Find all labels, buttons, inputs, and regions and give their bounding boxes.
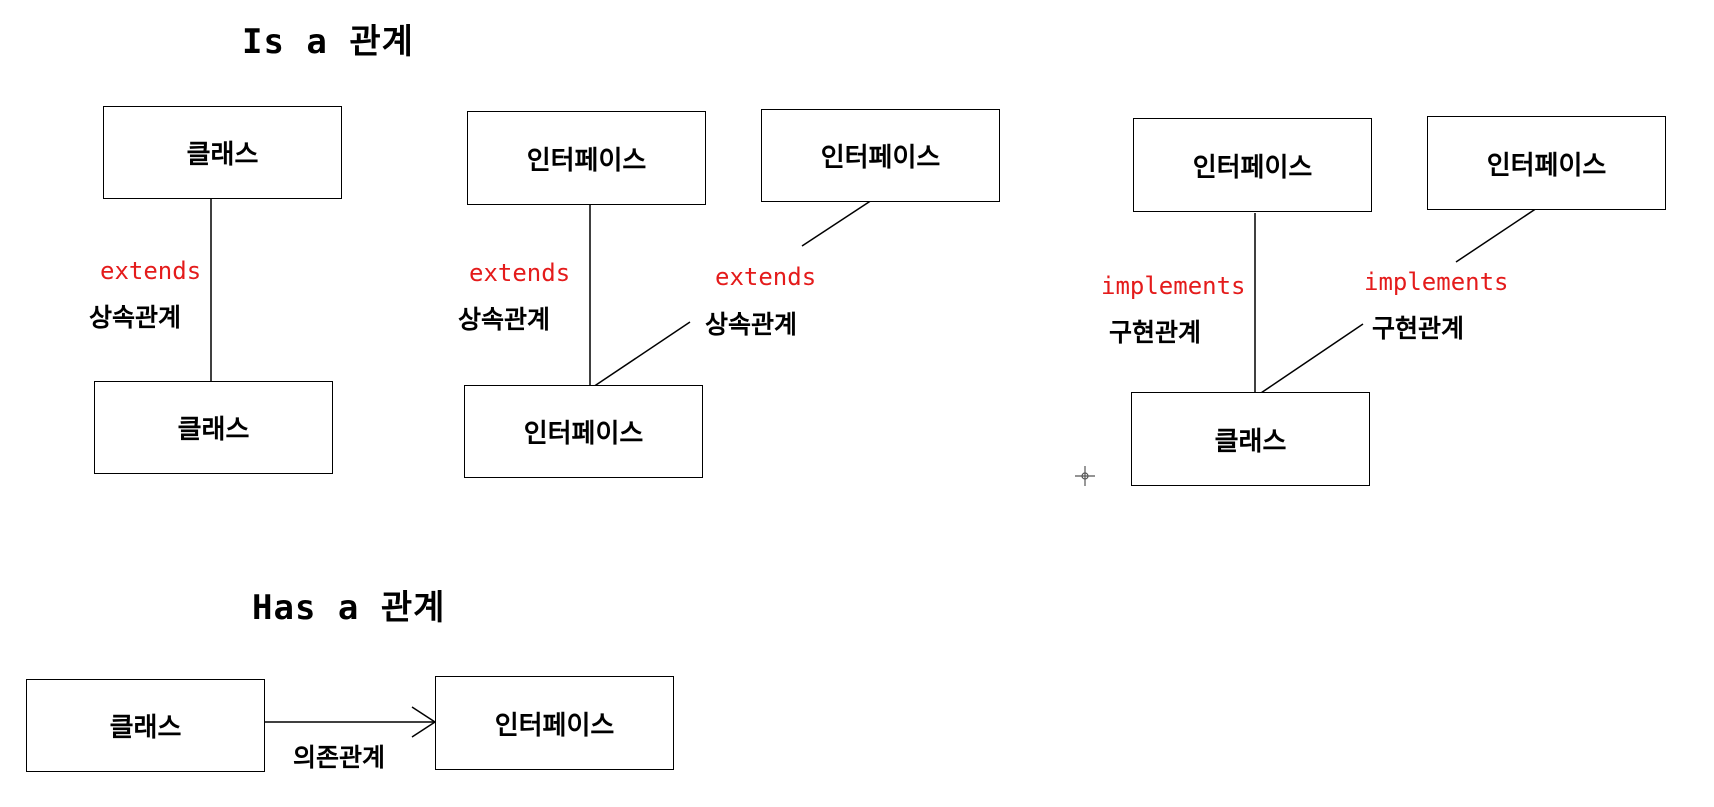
inheritance-label: 상속관계	[458, 305, 551, 334]
class-box-label: 클래스	[1214, 426, 1287, 457]
class-box-parent: 클래스	[103, 106, 342, 199]
class-box-dependent: 클래스	[26, 679, 265, 772]
interface-box-child: 인터페이스	[464, 385, 703, 478]
interface-box-parent-2: 인터페이스	[761, 109, 1000, 202]
implements-keyword: implements	[1101, 272, 1246, 300]
extends-line-3-lower	[589, 321, 691, 390]
interface-box-label: 인터페이스	[1192, 152, 1313, 183]
interface-box-label: 인터페이스	[526, 145, 647, 176]
interface-box-label: 인터페이스	[1486, 150, 1607, 181]
dependency-label: 의존관계	[293, 743, 386, 772]
extends-keyword: extends	[715, 263, 817, 291]
has-a-title: Has a 관계	[252, 588, 446, 628]
interface-box-label: 인터페이스	[523, 419, 644, 449]
interface-box-label: 인터페이스	[820, 143, 941, 173]
implements-line-2-lower	[1254, 323, 1364, 398]
extends-keyword: extends	[469, 259, 571, 287]
interface-box-impl-1: 인터페이스	[1133, 118, 1372, 212]
class-box-label: 클래스	[177, 415, 250, 445]
extends-line-3-upper	[801, 199, 873, 247]
implements-keyword: implements	[1364, 268, 1509, 296]
class-box-label: 클래스	[186, 140, 259, 170]
implements-line-2-upper	[1455, 207, 1538, 263]
interface-box-impl-2: 인터페이스	[1427, 116, 1666, 210]
is-a-title: Is a 관계	[242, 22, 414, 62]
class-box-child: 클래스	[94, 381, 333, 474]
interface-box-dependency: 인터페이스	[435, 676, 674, 770]
crosshair-cursor-icon	[1075, 466, 1095, 486]
implementation-label: 구현관계	[1372, 314, 1465, 343]
class-box-label: 클래스	[109, 713, 182, 743]
inheritance-label: 상속관계	[89, 303, 182, 332]
class-box-implementer: 클래스	[1131, 392, 1370, 486]
extends-keyword: extends	[100, 257, 202, 285]
implementation-label: 구현관계	[1109, 318, 1202, 347]
interface-box-parent-1: 인터페이스	[467, 111, 706, 205]
interface-box-label: 인터페이스	[494, 710, 615, 741]
inheritance-label: 상속관계	[705, 310, 798, 339]
